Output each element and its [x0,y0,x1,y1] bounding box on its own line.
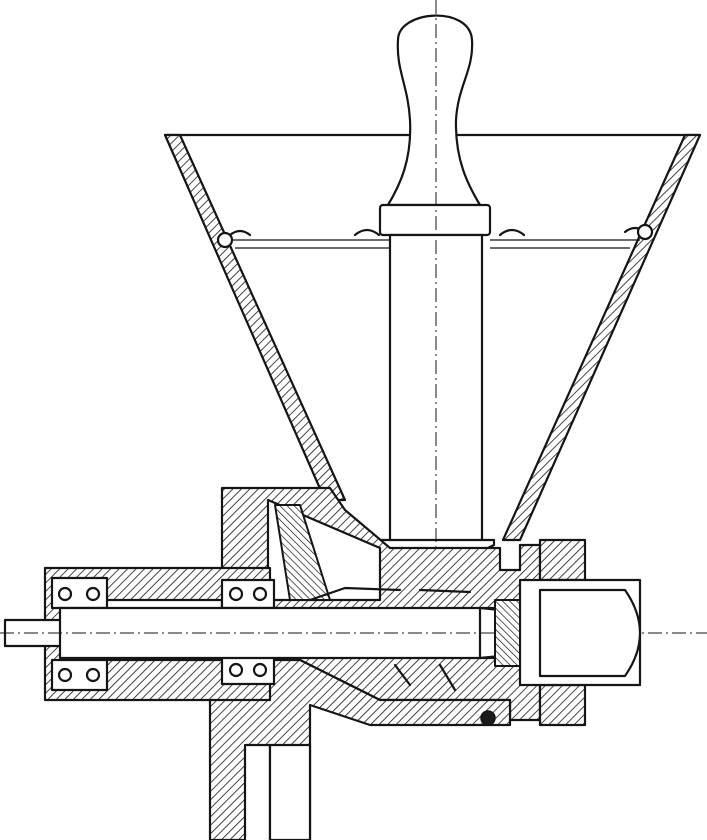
ball-5 [228,586,244,602]
set-screw [480,710,496,726]
hopper-right-wall [501,133,702,542]
pusher-collar [378,203,492,237]
housing [208,486,542,840]
ball-1 [57,586,73,602]
screw-flight-bottom [393,663,457,692]
tray-hinge-left [216,231,234,249]
cap-nut [538,588,642,678]
hopper-left-wall [163,133,347,502]
lock-ring-top [538,538,587,582]
feed-screw-blade [274,504,331,601]
ball-7 [228,662,244,678]
lock-ring-bottom [538,683,587,727]
main-shaft [0,586,707,692]
ball-2 [85,586,101,602]
ball-8 [252,662,268,678]
hopper [163,133,702,542]
ball-3 [57,667,73,683]
tray-hinge-right [636,223,654,241]
outlet-channel [268,743,312,840]
ball-4 [85,667,101,683]
bearing-housing [43,566,276,702]
cutter-plate [494,599,521,667]
pusher-handle [386,14,482,207]
screw-flight-top [308,586,472,602]
pusher [376,0,496,562]
ball-6 [252,586,268,602]
cutting-head [480,538,642,727]
tray-clips [228,226,647,237]
